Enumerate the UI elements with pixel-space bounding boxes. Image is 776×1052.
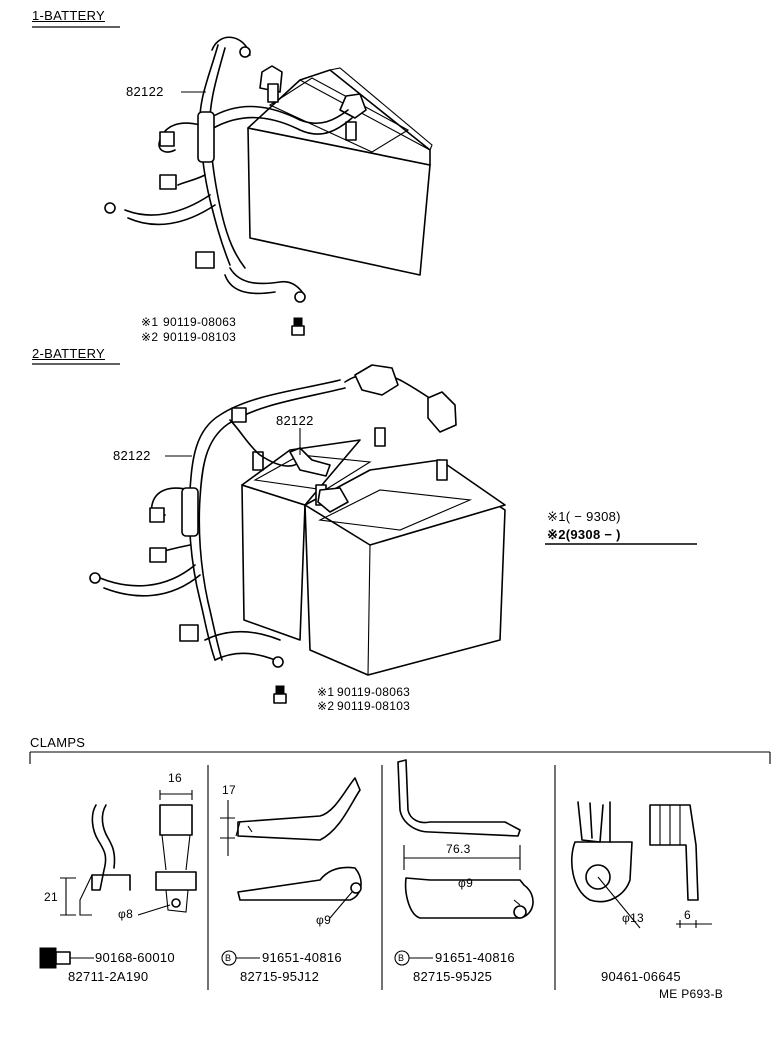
- battery1-cable-part-number: 82122: [126, 84, 164, 99]
- clamp3-hole-dimension: φ9: [458, 876, 474, 890]
- battery2-bolt-1-mark: ※1: [317, 685, 335, 699]
- clamp2-hole-dimension: φ9: [316, 913, 332, 927]
- legend-row-1: ※1( − 9308): [547, 509, 621, 524]
- clamp1-part-number: 82711-2A190: [68, 969, 149, 984]
- battery2-cable-part-number-a: 82122: [113, 448, 151, 463]
- battery2-bolt-2-part-number: 90119-08103: [337, 699, 411, 713]
- clamp3-bolt-mark: B: [398, 953, 405, 963]
- clamp2-illustration: [220, 777, 362, 966]
- battery2-illustration: [89, 364, 506, 704]
- clamp1-bolt-part-number: 90168-60010: [95, 950, 175, 965]
- clamp4-hole-dimension: φ13: [622, 911, 645, 925]
- battery1-illustration: [104, 36, 433, 336]
- clamp2-part-number: 82715-95J12: [240, 969, 320, 984]
- legend-row-2: ※2(9308 − ): [547, 527, 621, 542]
- battery1-bolt-1-mark: ※1: [141, 315, 159, 329]
- battery1-section-title: 1-BATTERY: [32, 8, 106, 23]
- battery2-bolt-2-mark: ※2: [317, 699, 335, 713]
- battery1-bolt-2-part-number: 90119-08103: [163, 330, 237, 344]
- clamp1-hole-dimension: φ8: [118, 907, 134, 921]
- clamp2-height-dimension: 17: [222, 783, 236, 797]
- clamps-frame: [29, 751, 771, 990]
- clamp2-bolt-part-number: 91651-40816: [262, 950, 342, 965]
- clamp4-part-number: 90461-06645: [601, 969, 681, 984]
- clamp4-illustration: [570, 801, 712, 929]
- clamp3-part-number: 82715-95J25: [413, 969, 493, 984]
- battery1-bolt-1-part-number: 90119-08063: [163, 315, 237, 329]
- clamp3-length-dimension: 76.3: [446, 842, 471, 856]
- diagram-code: ME P693-B: [659, 987, 724, 1001]
- clamp1-illustration: [39, 790, 197, 969]
- clamps-section-title: CLAMPS: [30, 735, 86, 750]
- clamp3-illustration: [394, 759, 534, 966]
- clamp3-bolt-part-number: 91651-40816: [435, 950, 515, 965]
- battery1-bolt-2-mark: ※2: [141, 330, 159, 344]
- clamp1-width-dimension: 16: [168, 771, 182, 785]
- clamp1-height-dimension: 21: [44, 890, 58, 904]
- battery2-bolt-1-part-number: 90119-08063: [337, 685, 411, 699]
- clamp2-bolt-mark: B: [225, 953, 232, 963]
- clamp4-thickness-dimension: 6: [684, 908, 691, 922]
- battery2-cable-part-number-b: 82122: [276, 413, 314, 428]
- battery2-section-title: 2-BATTERY: [32, 346, 106, 361]
